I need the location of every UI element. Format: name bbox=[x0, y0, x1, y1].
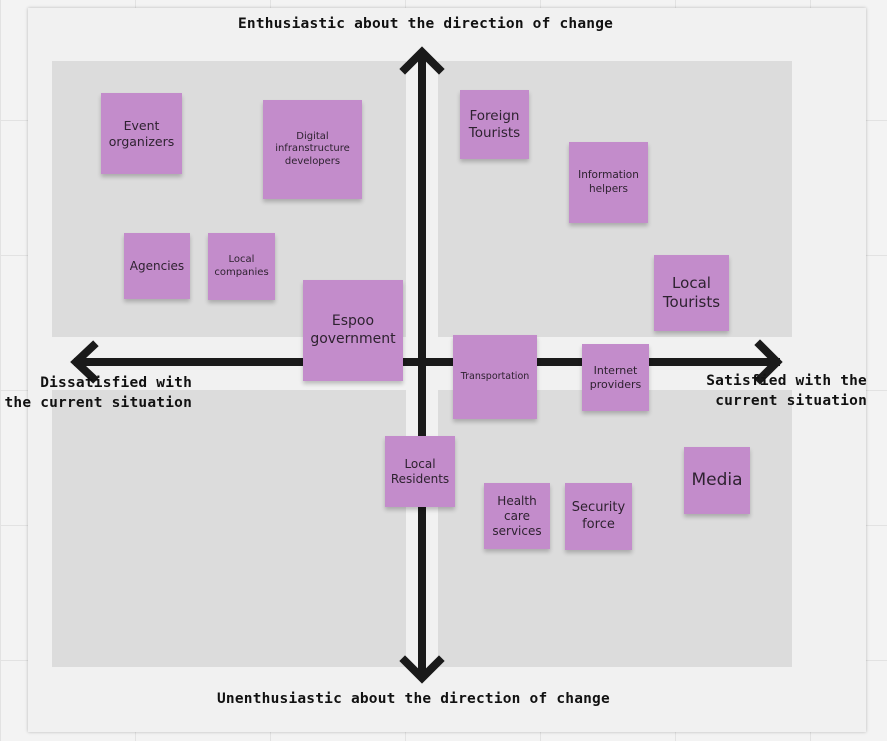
sticky-note-text: Local Tourists bbox=[662, 274, 721, 311]
sticky-note-internet-providers[interactable]: Internet providers bbox=[582, 344, 649, 411]
sticky-note-espoo-government[interactable]: Espoo government bbox=[303, 280, 403, 381]
quadrant-bottom-left bbox=[52, 390, 406, 667]
sticky-note-text: Information helpers bbox=[578, 169, 639, 195]
sticky-note-health-care-services[interactable]: Health care services bbox=[484, 483, 550, 549]
sticky-note-local-tourists[interactable]: Local Tourists bbox=[654, 255, 729, 331]
sticky-note-text: Event organizers bbox=[108, 117, 175, 149]
sticky-note-text: Agencies bbox=[129, 258, 185, 273]
sticky-note-text: Security force bbox=[571, 500, 626, 532]
sticky-note-text: Transportation bbox=[460, 371, 530, 383]
sticky-note-text: Foreign Tourists bbox=[468, 107, 521, 141]
sticky-note-foreign-tourists[interactable]: Foreign Tourists bbox=[460, 90, 529, 159]
sticky-note-event-organizers[interactable]: Event organizers bbox=[101, 93, 182, 174]
sticky-note-information-helpers[interactable]: Information helpers bbox=[569, 142, 648, 223]
sticky-note-text: Espoo government bbox=[310, 313, 396, 347]
sticky-note-text: Health care services bbox=[492, 493, 542, 538]
sticky-note-text: Local companies bbox=[214, 254, 269, 278]
sticky-note-local-companies[interactable]: Local companies bbox=[208, 233, 275, 300]
sticky-note-transportation[interactable]: Transportation bbox=[453, 335, 537, 419]
axis-label-left: Dissatisfied with the current situation bbox=[4, 375, 192, 411]
sticky-note-text: Media bbox=[691, 469, 743, 490]
sticky-note-security-force[interactable]: Security force bbox=[565, 483, 632, 550]
sticky-note-local-residents[interactable]: Local Residents bbox=[385, 436, 455, 507]
axis-label-bottom: Unenthusiastic about the direction of ch… bbox=[217, 691, 610, 707]
sticky-note-agencies[interactable]: Agencies bbox=[124, 233, 190, 299]
sticky-note-digital-infrastructure-developers[interactable]: Digital infranstructure developers bbox=[263, 100, 362, 199]
sticky-note-text: Digital infranstructure developers bbox=[275, 130, 350, 167]
sticky-note-media[interactable]: Media bbox=[684, 447, 750, 514]
sticky-note-text: Local Residents bbox=[390, 456, 450, 486]
axis-label-right: Satisfied with the current situation bbox=[706, 373, 867, 409]
sticky-note-text: Internet providers bbox=[589, 363, 642, 391]
axis-label-top: Enthusiastic about the direction of chan… bbox=[238, 16, 614, 32]
